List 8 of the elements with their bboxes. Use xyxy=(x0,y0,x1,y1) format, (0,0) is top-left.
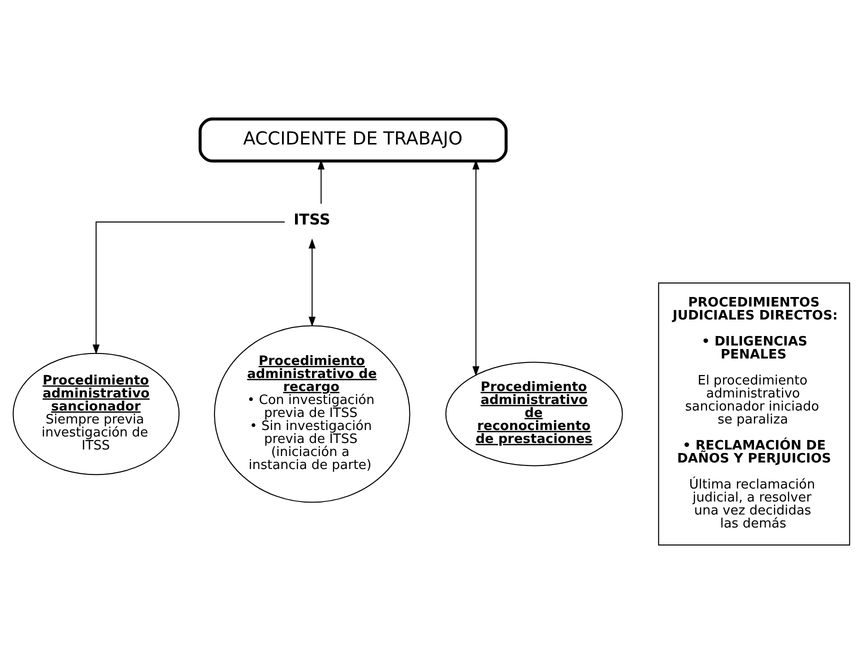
node-box: ACCIDENTE DE TRABAJO xyxy=(198,117,508,162)
node-box: PROCEDIMIENTOS JUDICIALES DIRECTOS: • DILIGENCIAS PENALES El procedimiento administrativo sancionador iniciado se paraliza • RECLAMACIÓN DE DAÑOS Y PERJUICIOS Última reclamación judicial, a resolver una vez decididas las demás xyxy=(658,282,850,545)
node-ellipse: Procedimiento administrativo sancionador Siempre previa investigación de ITSS xyxy=(12,352,180,475)
arrow xyxy=(92,221,285,354)
node-text: ITSS xyxy=(293,210,330,228)
arrow xyxy=(308,238,316,326)
node-ellipse: Procedimiento administrativo de reconocimiento de prestaciones xyxy=(444,361,622,466)
node-circle: Procedimiento administrativo de recargo • Con investigación previa de ITSS • Sin investigación previa de ITSS (iniciación a instancia de parte) xyxy=(213,324,410,502)
